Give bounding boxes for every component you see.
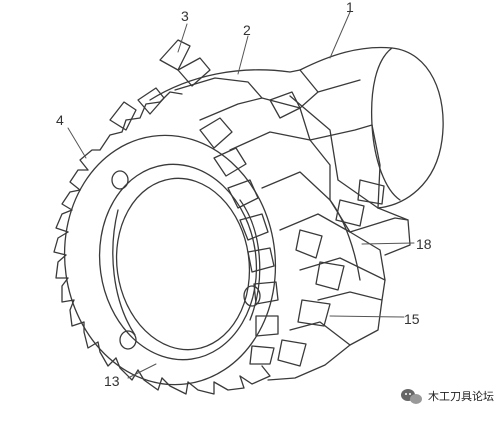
mounting-holes (111, 170, 261, 350)
leader-4 (67, 127, 87, 159)
bolt-hole-right (243, 285, 261, 307)
leader-1 (329, 11, 351, 59)
leader-18 (361, 242, 415, 245)
bolt-hole-upper (111, 170, 129, 190)
callout-2: 2 (243, 22, 251, 38)
leader-lines (67, 11, 415, 379)
insert-blades (109, 39, 385, 367)
watermark-text: 木工刀具论坛 (428, 389, 494, 403)
callout-labels: 1 2 3 4 13 15 18 (56, 0, 432, 389)
callout-3: 3 (181, 8, 189, 24)
bolt-hole-lower (119, 330, 137, 350)
leader-13 (127, 363, 157, 379)
callout-18: 18 (416, 236, 432, 252)
leader-2 (237, 35, 249, 75)
front-ring-teeth (53, 91, 271, 395)
cutter-body (149, 69, 411, 381)
leader-15 (329, 315, 405, 318)
callout-4: 4 (56, 112, 64, 128)
front-face (63, 134, 277, 386)
callout-13: 13 (104, 373, 120, 389)
watermark: 木工刀具论坛 (401, 389, 494, 404)
callout-15: 15 (404, 311, 420, 327)
wechat-bubble-icon (401, 389, 422, 404)
callout-1: 1 (346, 0, 354, 15)
leader-3 (177, 23, 188, 53)
